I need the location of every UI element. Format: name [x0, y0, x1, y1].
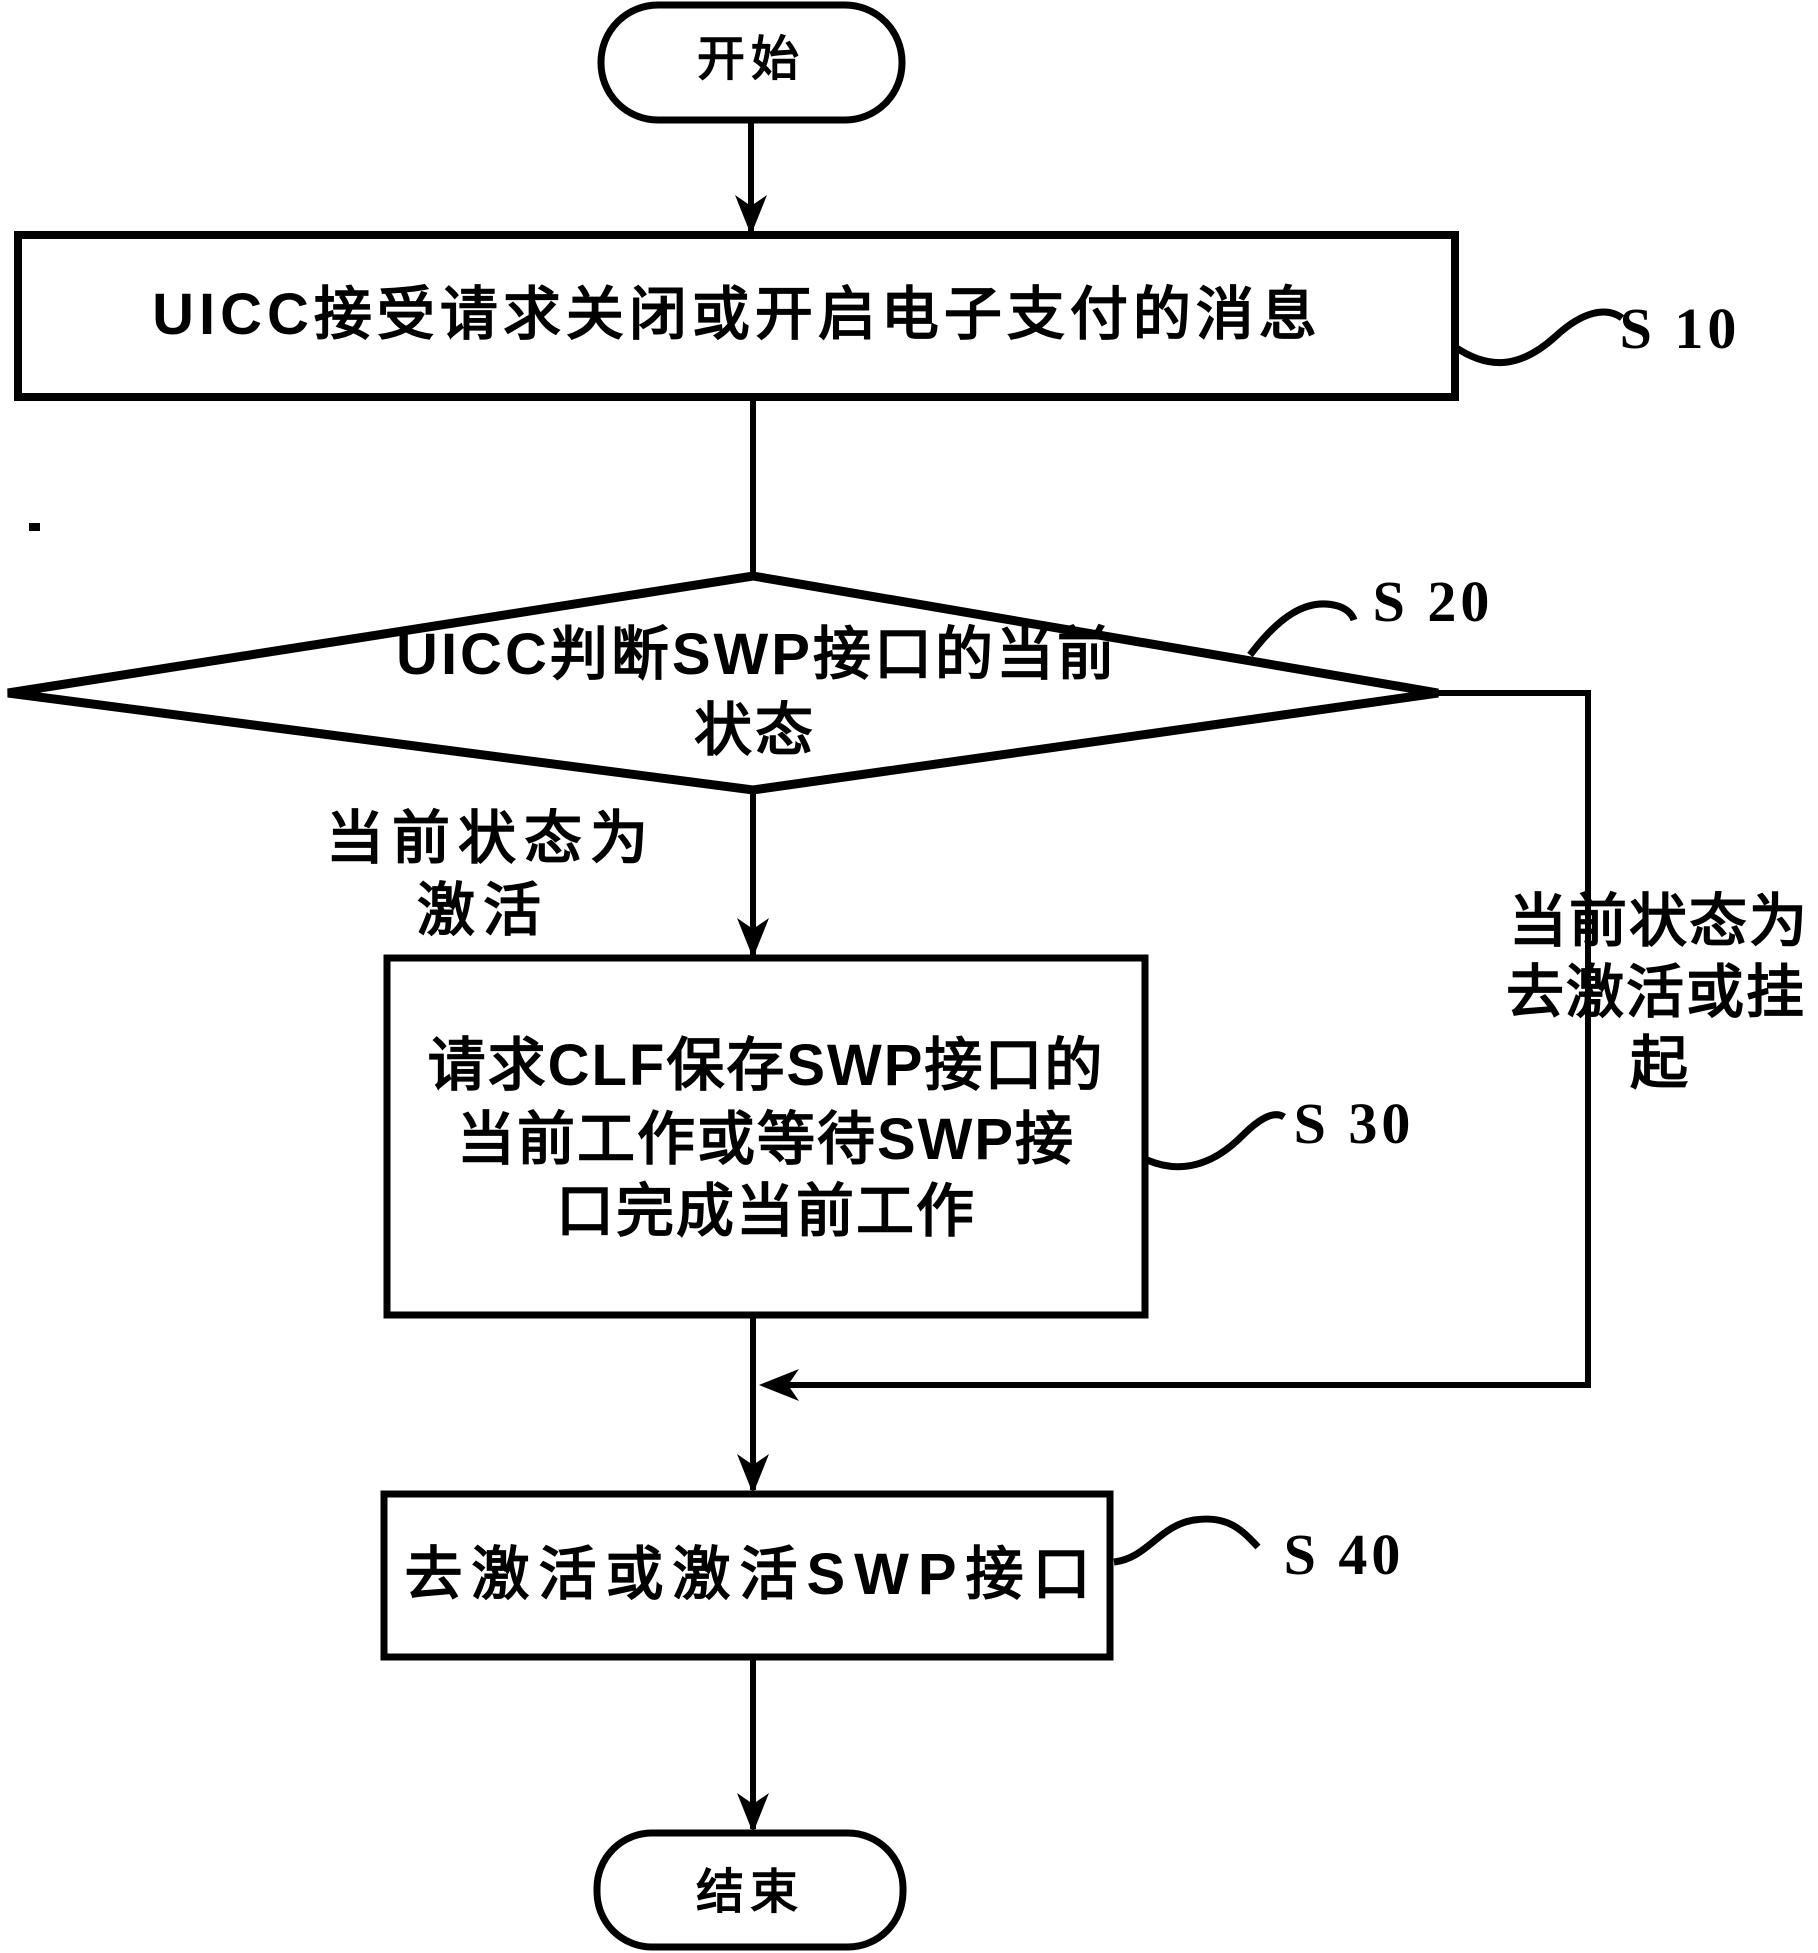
step1-label: UICC接受请求关闭或开启电子支付的消息 [152, 282, 1322, 347]
start-label: 开始 [696, 33, 806, 86]
end-terminator-shape [593, 1829, 907, 1951]
step3-tag-s30: S 30 [1293, 1091, 1415, 1156]
step3-label-line2: 当前工作或等待SWP接 [456, 1107, 1076, 1172]
squiggle-s30 [1145, 1111, 1286, 1171]
decision-label-line1: UICC判断SWP接口的当前 [396, 622, 1118, 687]
arrowhead-into-end [737, 1793, 769, 1833]
step1-process-shape [14, 231, 1459, 401]
step4-tag-s40: S 40 [1283, 1522, 1405, 1587]
arrowhead-into-step3 [737, 918, 769, 958]
step3-label-line1: 请求CLF保存SWP接口的 [427, 1033, 1105, 1098]
arrowhead-into-step4 [737, 1454, 769, 1494]
decision-tag-s20: S 20 [1372, 569, 1494, 634]
squiggle-s40 [1113, 1515, 1261, 1566]
connector-right-branch [775, 690, 1591, 1388]
start-terminator-shape [597, 1, 906, 124]
decision-diamond-shape [7, 571, 1439, 795]
branch-left-label-line1: 当前状态为 [325, 806, 657, 871]
arrowhead-into-junction [759, 1369, 799, 1401]
branch-right-label-line2: 去激活或挂 [1505, 960, 1807, 1025]
squiggle-s10 [1453, 308, 1625, 367]
step3-label-line3: 口完成当前工作 [555, 1179, 977, 1244]
step1-tag-s10: S 10 [1619, 296, 1741, 361]
step4-label: 去激活或激活SWP接口 [404, 1542, 1100, 1607]
stray-dot [29, 523, 40, 531]
squiggle-s20 [1247, 600, 1358, 658]
branch-left-label-line2: 激活 [416, 878, 550, 943]
branch-right-label-line1: 当前状态为 [1508, 889, 1810, 954]
step4-process-shape [380, 1490, 1114, 1661]
arrowhead-into-step1 [735, 195, 767, 235]
decision-label-line2: 状态 [693, 698, 817, 763]
end-label: 结束 [695, 1866, 805, 1919]
branch-right-label-line3: 起 [1629, 1031, 1691, 1096]
step3-process-shape [383, 954, 1149, 1319]
